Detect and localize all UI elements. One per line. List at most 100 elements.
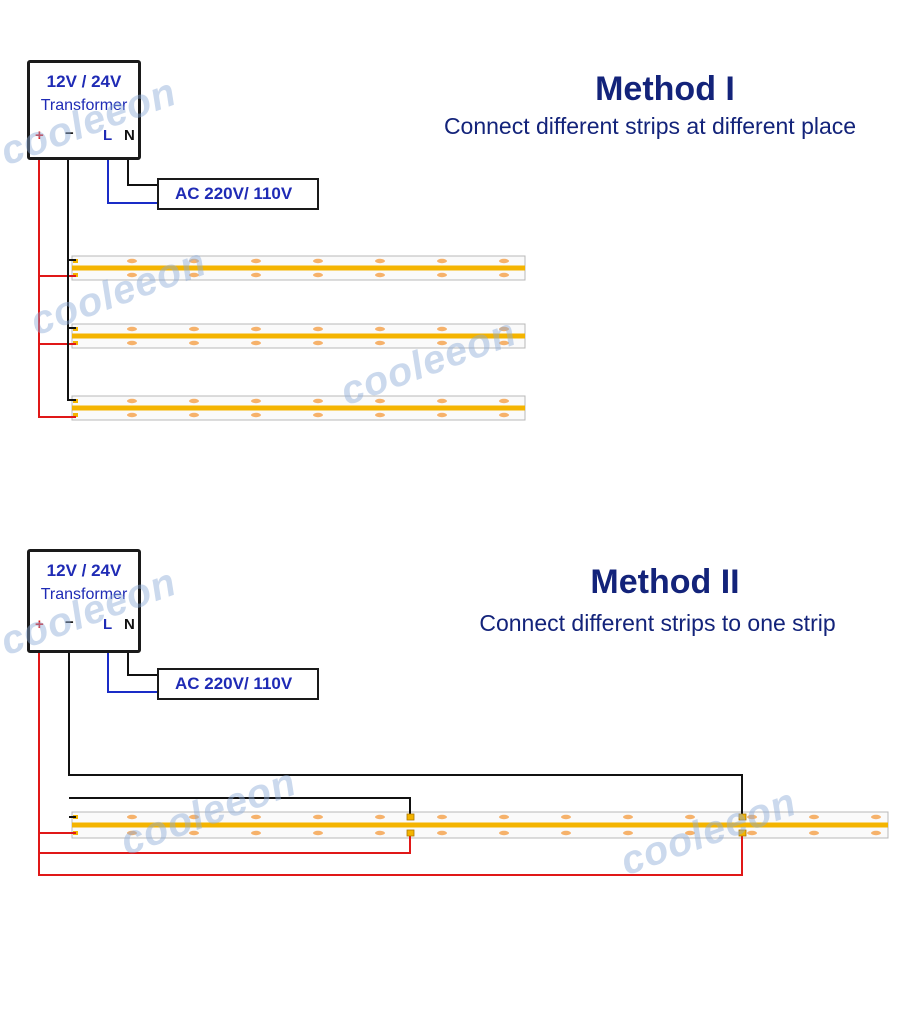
solder-dot: [375, 412, 385, 418]
solder-dot: [437, 398, 447, 404]
transformer-label: Transformer: [40, 586, 128, 603]
terminal-pad: [738, 829, 747, 837]
live-terminal-label: L: [103, 127, 113, 144]
solder-dot: [127, 326, 137, 332]
solder-dot: [623, 830, 633, 836]
solder-dot: [127, 340, 137, 346]
led-strip: [71, 255, 526, 281]
solder-dot: [189, 326, 199, 332]
led-line: [72, 405, 525, 411]
method2-title: Method II: [590, 563, 740, 601]
solder-dot: [127, 398, 137, 404]
solder-dot: [685, 830, 695, 836]
minus-terminal-label: −: [65, 125, 74, 142]
ac-neutral-wire: [127, 148, 160, 186]
solder-dot: [871, 830, 881, 836]
method1-title: Method I: [595, 70, 735, 108]
terminal-pad: [738, 813, 747, 821]
solder-dot: [251, 398, 261, 404]
solder-dot: [375, 814, 385, 820]
transformer-label: Transformer: [40, 97, 128, 114]
solder-dot: [375, 326, 385, 332]
solder-dot: [313, 340, 323, 346]
positive-wire: [39, 833, 411, 854]
ac-live-wire: [107, 638, 160, 693]
transformer-voltage: 12V / 24V: [46, 72, 122, 91]
solder-dot: [313, 412, 323, 418]
terminal-pad: [406, 813, 415, 821]
solder-dot: [499, 326, 509, 332]
solder-dot: [499, 398, 509, 404]
led-strip: [71, 323, 526, 349]
minus-terminal-label: −: [65, 614, 74, 631]
solder-dot: [251, 814, 261, 820]
live-terminal-label: L: [103, 616, 113, 633]
solder-dot: [437, 412, 447, 418]
solder-dot: [499, 258, 509, 264]
solder-dot: [685, 814, 695, 820]
solder-dot: [623, 814, 633, 820]
solder-dot: [189, 272, 199, 278]
plus-terminal-label: +: [35, 127, 44, 144]
solder-dot: [437, 830, 447, 836]
solder-dot: [127, 258, 137, 264]
solder-dot: [189, 258, 199, 264]
solder-dot: [251, 326, 261, 332]
solder-dot: [499, 340, 509, 346]
solder-dot: [499, 272, 509, 278]
solder-dot: [375, 272, 385, 278]
solder-dot: [747, 830, 757, 836]
solder-dot: [189, 830, 199, 836]
solder-dot: [437, 272, 447, 278]
solder-dot: [375, 258, 385, 264]
solder-dot: [871, 814, 881, 820]
led-strip: [71, 395, 526, 421]
solder-dot: [127, 272, 137, 278]
neutral-terminal-label: N: [124, 616, 135, 633]
solder-dot: [251, 272, 261, 278]
solder-dot: [499, 412, 509, 418]
solder-dot: [499, 830, 509, 836]
solder-dot: [313, 258, 323, 264]
solder-dot: [809, 830, 819, 836]
solder-dot: [127, 814, 137, 820]
method2-ac-input: AC 220V/ 110V: [157, 668, 319, 700]
ac-live-wire: [107, 148, 160, 204]
positive-wire: [38, 148, 76, 418]
neutral-terminal-label: N: [124, 127, 135, 144]
transformer-voltage: 12V / 24V: [46, 561, 122, 580]
solder-dot: [127, 830, 137, 836]
solder-dot: [375, 830, 385, 836]
solder-dot: [313, 326, 323, 332]
method2-subtitle: Connect different strips to one strip: [479, 610, 836, 636]
solder-dot: [189, 340, 199, 346]
solder-dot: [189, 398, 199, 404]
solder-dot: [251, 340, 261, 346]
led-line: [72, 333, 525, 339]
solder-dot: [375, 340, 385, 346]
solder-dot: [313, 814, 323, 820]
method2-transformer: 12V / 24V Transformer + − L N: [27, 549, 141, 653]
method1-ac-input: AC 220V/ 110V: [157, 178, 319, 210]
led-line: [72, 822, 888, 828]
negative-wire: [67, 148, 76, 401]
solder-dot: [251, 412, 261, 418]
solder-dot: [313, 830, 323, 836]
solder-dot: [313, 398, 323, 404]
solder-dot: [437, 814, 447, 820]
solder-dot: [437, 340, 447, 346]
led-strip: [71, 811, 889, 839]
method1-transformer: 12V / 24V Transformer + − L N: [27, 60, 141, 160]
solder-dot: [251, 258, 261, 264]
solder-dot: [251, 830, 261, 836]
solder-dot: [127, 412, 137, 418]
solder-dot: [747, 814, 757, 820]
solder-dot: [809, 814, 819, 820]
solder-dot: [561, 814, 571, 820]
negative-wire: [68, 638, 743, 817]
solder-dot: [189, 412, 199, 418]
strip-pad: [73, 413, 78, 417]
terminal-pad: [406, 829, 415, 837]
plus-terminal-label: +: [35, 616, 44, 633]
